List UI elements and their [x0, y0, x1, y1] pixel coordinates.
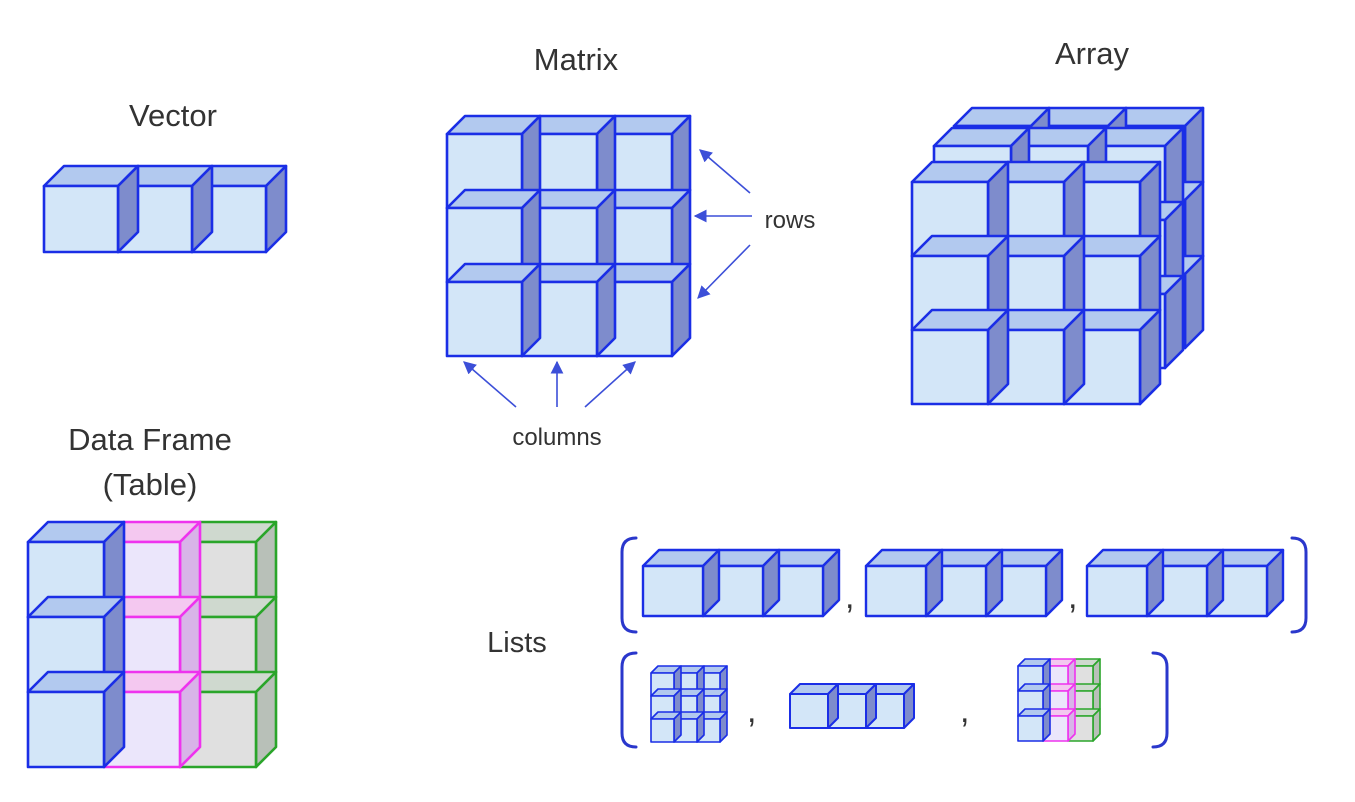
list-vector-2-cube	[924, 548, 1004, 618]
list-bracket-open-1	[620, 536, 638, 634]
list-small-data-frame-cube	[1017, 708, 1051, 742]
list-small-vector-cube	[827, 683, 877, 729]
matrix-grid-cube	[520, 262, 617, 358]
list-vector-3-cube	[1085, 548, 1165, 618]
list-separator: ,	[1068, 578, 1077, 616]
data-frame-grid-cube	[26, 670, 126, 769]
list-vector-2	[864, 548, 1064, 618]
vector-label: Vector	[129, 98, 217, 133]
data-frame-label: Data Frame	[68, 422, 232, 457]
column-arrow-left	[463, 361, 517, 408]
matrix-grid-cube	[445, 262, 542, 358]
list-separator: ,	[747, 692, 756, 730]
rows-label: rows	[765, 207, 816, 234]
list-bracket-open-2	[620, 651, 638, 749]
matrix-label: Matrix	[534, 42, 619, 77]
columns-label: columns	[512, 424, 601, 451]
list-vector-1	[641, 548, 841, 618]
list-vector-3-cube	[1205, 548, 1285, 618]
list-small-data-frame	[1017, 658, 1101, 742]
list-small-matrix-cube	[650, 711, 682, 743]
list-small-vector-cube	[789, 683, 839, 729]
column-arrow-right	[584, 361, 636, 408]
data-frame-sublabel: (Table)	[103, 467, 198, 502]
matrix-grid	[445, 114, 692, 358]
list-small-matrix	[650, 665, 728, 743]
list-separator: ,	[960, 692, 969, 730]
list-small-vector	[789, 683, 915, 729]
data-frame-grid	[26, 520, 278, 769]
vector-cube-row-cube	[116, 164, 214, 254]
list-vector-3	[1085, 548, 1285, 618]
row-arrow-top	[699, 149, 751, 194]
list-bracket-close-1	[1290, 536, 1308, 634]
array-layer-front	[910, 160, 1162, 406]
row-arrow-bottom	[697, 244, 751, 299]
lists-label: Lists	[487, 627, 547, 659]
list-separator: ,	[845, 578, 854, 616]
list-vector-1-cube	[641, 548, 721, 618]
vector-cube-row	[42, 164, 288, 254]
cubes-layer	[26, 106, 1285, 769]
vector-cube-row-cube	[42, 164, 140, 254]
list-bracket-close-2	[1151, 651, 1169, 749]
array-layer-front-cube	[910, 308, 1010, 406]
array-label: Array	[1055, 36, 1130, 71]
list-vector-2-cube	[864, 548, 944, 618]
